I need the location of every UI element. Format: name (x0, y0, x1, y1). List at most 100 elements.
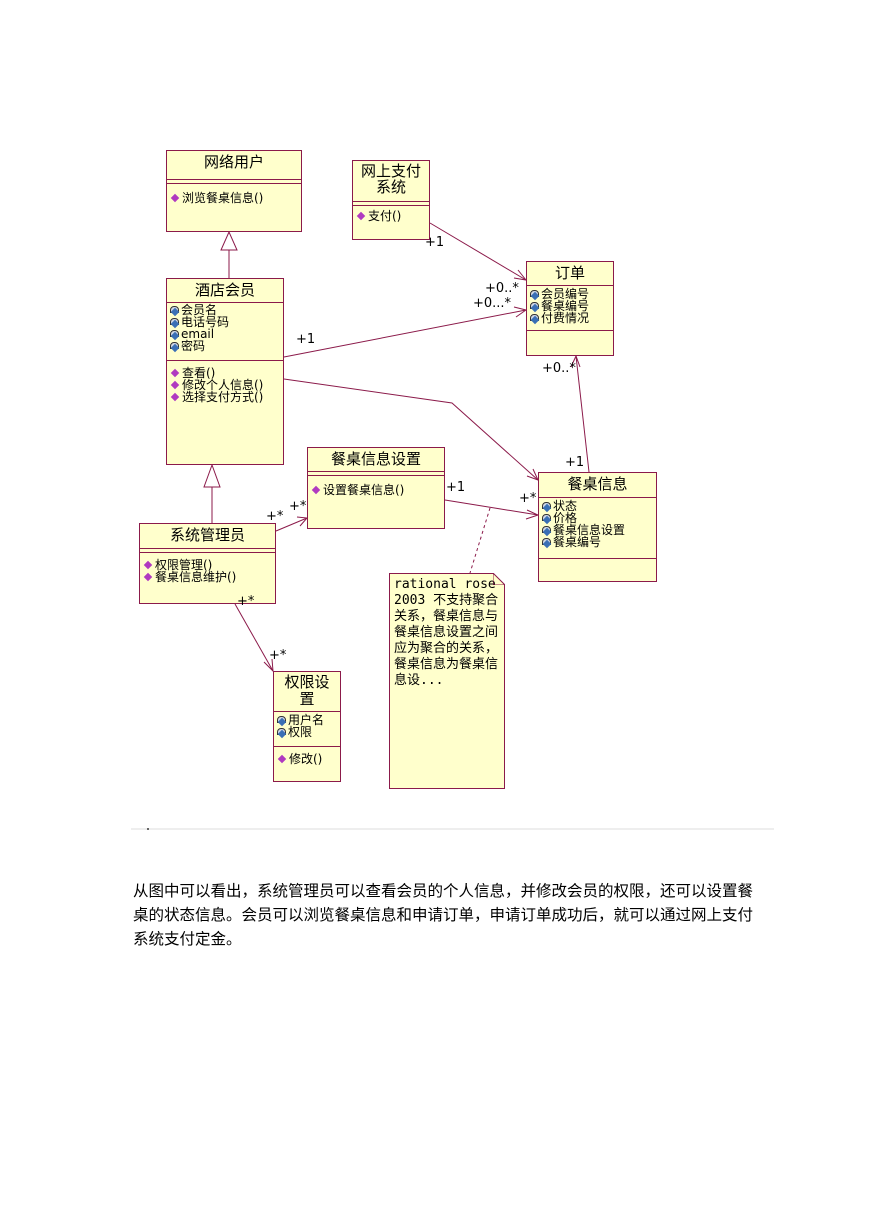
attribute-label: 付费情况 (541, 311, 590, 325)
attribute-label: 餐桌编号 (541, 299, 590, 313)
class-title: 酒店会员 (194, 281, 255, 299)
class-title-line1: 网上支付 (360, 162, 421, 180)
attribute-row: 权限 (274, 726, 340, 738)
edge-admin-to-setting (275, 517, 308, 532)
class-online-payment-system[interactable]: 网上支付 系统 支付() (352, 160, 430, 240)
operation-row: 修改() (274, 753, 340, 765)
edge-member-to-order (283, 309, 527, 358)
attribute-icon (277, 727, 287, 738)
attribute-row: 餐桌编号 (539, 536, 656, 548)
note-folded-corner-icon (493, 573, 505, 585)
attribute-row: 餐桌信息设置 (539, 524, 656, 536)
operation-label: 浏览餐桌信息() (182, 191, 264, 205)
class-title: 餐桌信息 (567, 475, 628, 493)
attribute-icon (170, 317, 180, 328)
class-title: 餐桌信息设置 (330, 450, 421, 468)
attribute-label: 会员编号 (541, 287, 590, 301)
operation-row: 选择支付方式() (167, 391, 283, 403)
operation-row: 餐桌信息维护() (140, 571, 275, 583)
edge-payment-to-order (429, 222, 527, 281)
class-title-line1: 权限设 (284, 673, 330, 691)
operation-label: 支付() (368, 209, 402, 223)
class-network-user[interactable]: 网络用户 浏览餐桌信息() (166, 150, 302, 232)
attribute-icon (542, 537, 552, 548)
generalization-arrow-member (203, 463, 221, 488)
class-title: 订单 (554, 264, 585, 282)
description-paragraph: 从图中可以看出，系统管理员可以查看会员的个人信息，并修改会员的权限，还可以设置餐… (133, 882, 754, 948)
attribute-row: 价格 (539, 512, 656, 524)
attribute-icon (530, 313, 540, 324)
class-title: 网上支付 系统 (353, 161, 429, 195)
operation-label: 设置餐桌信息() (323, 483, 405, 497)
attribute-row: 餐桌编号 (527, 300, 613, 312)
note-anchor-line (469, 507, 491, 574)
image-bottom-dot (147, 828, 149, 830)
operation-label: 选择支付方式() (182, 390, 264, 404)
uml-class-diagram: 网络用户 浏览餐桌信息() 网上支付 系统 支付() 订单 会员编号 餐桌编号 … (139, 150, 657, 840)
attribute-label: 餐桌信息设置 (553, 523, 626, 537)
class-table-info[interactable]: 餐桌信息 状态 价格 餐桌信息设置 餐桌编号 (538, 472, 657, 582)
edge-setting-to-table (444, 499, 539, 516)
attribute-label: email (181, 327, 215, 341)
class-table-info-setting[interactable]: 餐桌信息设置 设置餐桌信息() (307, 447, 445, 529)
arrowhead-payment-order (513, 269, 528, 281)
attribute-icon (170, 341, 180, 352)
attribute-icon (542, 501, 552, 512)
operation-label: 修改个人信息() (182, 378, 264, 392)
attribute-icon (530, 289, 540, 300)
operation-row: 修改个人信息() (167, 379, 283, 391)
edge-member-to-table-info (283, 378, 539, 481)
multiplicity-label: +* (266, 509, 284, 524)
generalization-arrow-network-user (220, 230, 238, 251)
attribute-icon (170, 329, 180, 340)
multiplicity-label: +1 (425, 235, 445, 250)
multiplicity-label: +* (519, 491, 537, 506)
operation-icon (170, 380, 180, 390)
attribute-label: 用户名 (288, 713, 325, 727)
class-order[interactable]: 订单 会员编号 餐桌编号 付费情况 (526, 261, 614, 356)
operation-label: 查看() (182, 366, 216, 380)
attribute-label: 会员名 (181, 303, 218, 317)
class-title: 权限设 置 (274, 672, 340, 708)
attribute-icon (542, 525, 552, 536)
attribute-label: 状态 (553, 499, 578, 513)
operation-icon (143, 560, 153, 570)
class-title: 系统管理员 (169, 526, 245, 544)
operation-label: 修改() (289, 752, 323, 766)
attribute-row: 用户名 (274, 714, 340, 726)
attribute-icon (277, 715, 287, 726)
operation-icon (277, 754, 287, 764)
attribute-row: 状态 (539, 500, 656, 512)
multiplicity-label: +1 (446, 480, 466, 495)
arrowhead-table-order (570, 354, 581, 368)
multiplicity-label: +* (237, 594, 255, 609)
operation-label: 权限管理() (155, 558, 213, 572)
operation-icon (356, 211, 366, 221)
class-title: 网络用户 (203, 153, 264, 171)
image-bottom-rule (131, 828, 774, 830)
multiplicity-label: +1 (565, 455, 585, 470)
class-system-admin[interactable]: 系统管理员 权限管理() 餐桌信息维护() (139, 523, 276, 604)
attribute-label: 权限 (288, 725, 313, 739)
multiplicity-label: +0..* (542, 361, 576, 376)
attribute-row: 密码 (167, 340, 283, 352)
class-hotel-member[interactable]: 酒店会员 会员名 电话号码 email 密码 查看() 修改个人信息() 选择支… (166, 278, 284, 465)
class-permission-setting[interactable]: 权限设 置 用户名 权限 修改() (273, 671, 341, 782)
operation-row: 设置餐桌信息() (308, 484, 444, 496)
multiplicity-label: +0...* (473, 296, 512, 311)
edge-admin-to-permission (234, 603, 274, 672)
edge-table-to-order (575, 355, 590, 473)
operation-icon (170, 193, 180, 203)
attribute-row: 付费情况 (527, 312, 613, 324)
multiplicity-label: +0..* (485, 281, 519, 296)
class-title-line2: 置 (299, 690, 315, 708)
attribute-icon (542, 513, 552, 524)
diagram-note: rational rose2003 不支持聚合关系，餐桌信息与餐桌信息设置之间应… (389, 573, 505, 789)
multiplicity-label: +* (289, 499, 307, 514)
attribute-icon (170, 305, 180, 316)
operation-icon (170, 368, 180, 378)
attribute-row: 会员名 (167, 304, 283, 316)
multiplicity-label: +1 (296, 332, 316, 347)
relationship-lines (203, 222, 590, 673)
attribute-label: 餐桌编号 (553, 535, 602, 549)
